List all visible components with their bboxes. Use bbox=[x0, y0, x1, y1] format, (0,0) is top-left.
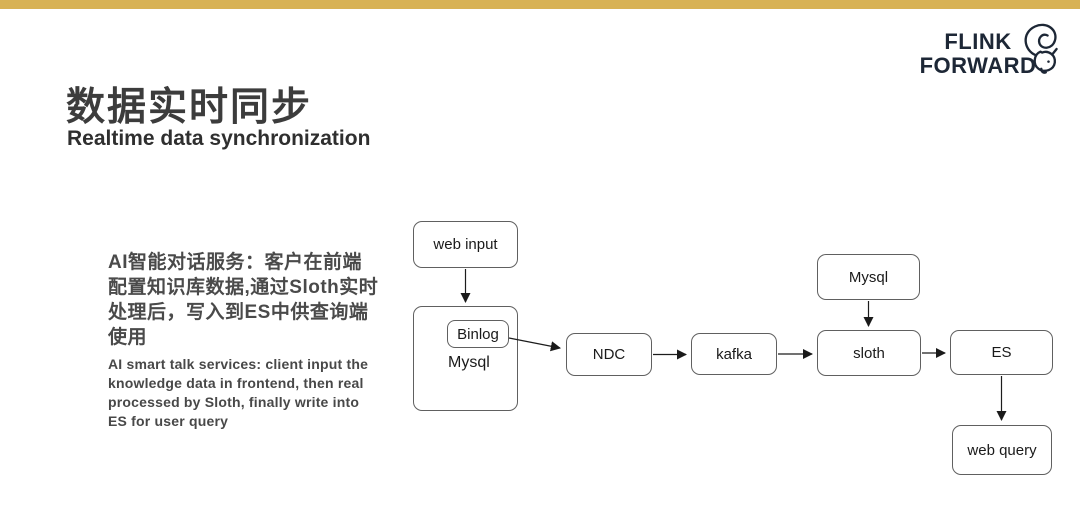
page-title-cn: 数据实时同步 bbox=[66, 86, 313, 129]
logo-line2: FORWARD bbox=[919, 53, 1037, 78]
squirrel-icon bbox=[1024, 23, 1058, 74]
page-title-en: Realtime data synchronization bbox=[67, 127, 371, 150]
description-cn: AI智能对话服务：客户在前端配置知识库数据,通过Sloth实时处理后，写入到ES… bbox=[108, 252, 379, 348]
node-kafka: kafka bbox=[691, 333, 777, 375]
node-sloth: sloth bbox=[817, 330, 921, 376]
flink-forward-logo: FLINK FORWARD bbox=[918, 23, 1058, 84]
node-binlog: Binlog bbox=[447, 320, 509, 348]
node-label: kafka bbox=[716, 345, 752, 363]
node-label: ES bbox=[991, 344, 1012, 361]
node-label: Mysql bbox=[848, 268, 889, 286]
description-block: AI智能对话服务：客户在前端配置知识库数据,通过Sloth实时处理后，写入到ES… bbox=[108, 250, 380, 431]
logo-text: FLINK FORWARD bbox=[918, 30, 1038, 78]
node-label: web query bbox=[967, 441, 1037, 459]
logo-line1: FLINK bbox=[944, 29, 1012, 54]
node-label: Binlog bbox=[457, 325, 499, 343]
node-label: NDC bbox=[592, 346, 626, 363]
top-accent-bar bbox=[0, 0, 1080, 9]
node-label: sloth bbox=[853, 344, 885, 362]
node-web-query: web query bbox=[952, 425, 1052, 475]
node-web-input: web input bbox=[413, 221, 518, 268]
node-mysql-source: Binlog Mysql bbox=[413, 306, 518, 411]
node-label: web input bbox=[433, 236, 498, 253]
node-label: Mysql bbox=[448, 354, 490, 371]
description-en: AI smart talk services: client input the… bbox=[108, 356, 369, 429]
node-mysql-config: Mysql bbox=[817, 254, 920, 300]
node-es: ES bbox=[950, 330, 1053, 375]
node-ndc: NDC bbox=[566, 333, 652, 376]
